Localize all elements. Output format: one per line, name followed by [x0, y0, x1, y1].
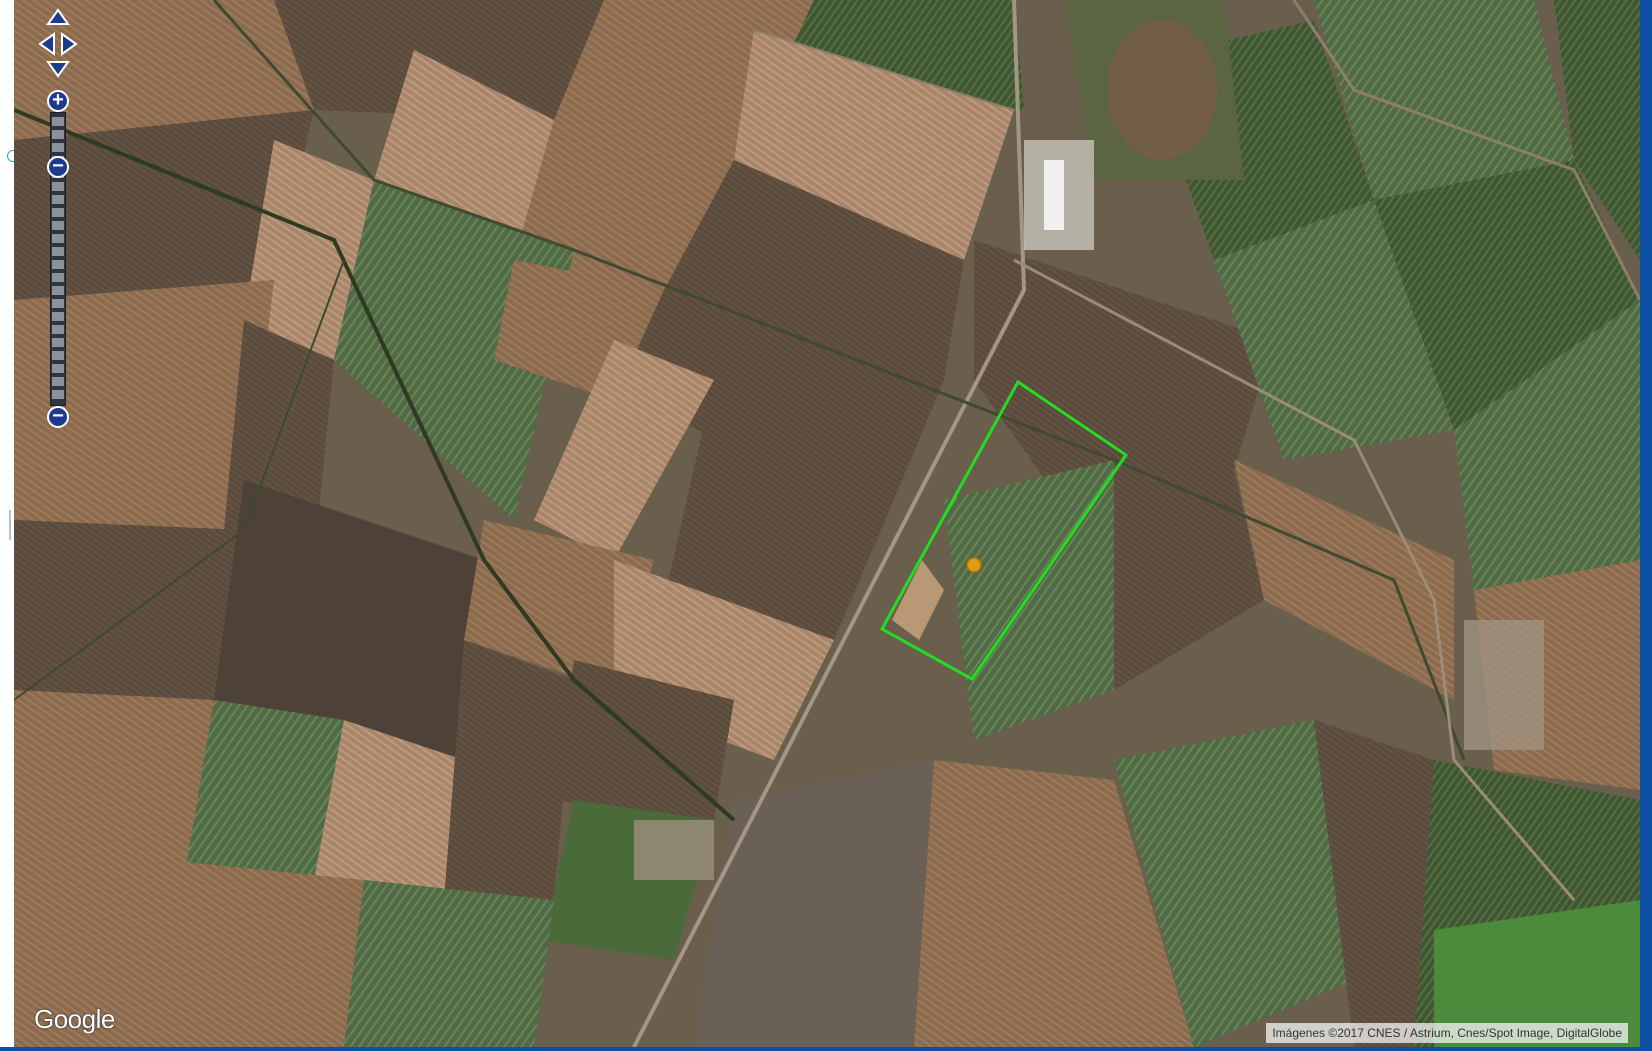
zoom-level-tick[interactable] [52, 208, 64, 217]
zoom-level-tick[interactable] [52, 247, 64, 256]
zoom-level-tick[interactable] [52, 338, 64, 347]
map-attribution[interactable]: Imágenes ©2017 CNES / Astrium, Cnes/Spot… [1266, 1023, 1628, 1043]
location-marker[interactable] [966, 557, 982, 573]
zoom-slider-thumb[interactable]: − [47, 155, 69, 178]
triangle-right-icon[interactable] [61, 32, 78, 56]
triangle-down-icon[interactable] [46, 61, 70, 78]
zoom-slider-track[interactable] [50, 112, 66, 406]
zoom-level-tick[interactable] [52, 182, 64, 191]
google-logo: Google [34, 1004, 115, 1034]
triangle-up-icon[interactable] [46, 8, 70, 25]
zoom-level-tick[interactable] [52, 234, 64, 243]
zoom-level-tick[interactable] [52, 377, 64, 386]
zoom-level-tick[interactable] [52, 260, 64, 269]
zoom-level-tick[interactable] [52, 312, 64, 321]
zoom-level-tick[interactable] [52, 130, 64, 139]
zoom-level-tick[interactable] [52, 390, 64, 399]
zoom-level-tick[interactable] [52, 273, 64, 282]
bottom-frame-border [0, 1047, 1652, 1051]
zoom-level-tick[interactable] [52, 117, 64, 126]
zoom-level-tick[interactable] [52, 364, 64, 373]
parcel-boundary[interactable] [879, 379, 1129, 681]
panel-grip[interactable] [9, 510, 11, 540]
zoom-level-tick[interactable] [52, 286, 64, 295]
zoom-level-tick[interactable] [52, 299, 64, 308]
zoom-control[interactable]: + − − [47, 90, 69, 428]
zoom-in-button[interactable]: + [47, 90, 69, 112]
left-panel-strip [0, 0, 19, 1051]
right-frame-border [1640, 0, 1652, 1051]
satellite-map[interactable]: + − − Google Imágenes ©2017 CNES / Astri… [14, 0, 1640, 1047]
zoom-level-tick[interactable] [52, 351, 64, 360]
zoom-level-tick[interactable] [52, 195, 64, 204]
zoom-level-tick[interactable] [52, 325, 64, 334]
zoom-level-tick[interactable] [52, 143, 64, 152]
triangle-left-icon[interactable] [38, 32, 55, 56]
map-imagery[interactable] [14, 0, 1640, 1047]
zoom-level-tick[interactable] [52, 221, 64, 230]
pan-control[interactable] [38, 8, 78, 78]
zoom-out-button[interactable]: − [47, 406, 69, 428]
